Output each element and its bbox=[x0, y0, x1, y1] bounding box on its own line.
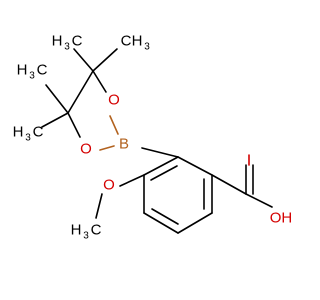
c-methyl-bond bbox=[41, 112, 69, 128]
atom-label-methyl-h: H bbox=[13, 124, 24, 141]
ring-bond bbox=[177, 156, 213, 176]
atom-label-hydroxyl: OH bbox=[270, 210, 293, 227]
atom-label-methyl-sub: 3 bbox=[64, 42, 70, 53]
atom-label-ring-o-left: O bbox=[80, 141, 92, 158]
b-o-bond bbox=[99, 145, 115, 151]
ring-bond bbox=[143, 212, 179, 234]
ring-to-o-bond bbox=[119, 174, 145, 187]
ring-double-bond bbox=[150, 165, 178, 181]
o-to-methyl-bond bbox=[95, 193, 103, 219]
atom-label-methyl-c: C bbox=[37, 62, 48, 79]
benzene-ring bbox=[143, 156, 213, 234]
o-c-bond bbox=[92, 70, 107, 93]
c-methyl-bond bbox=[92, 48, 118, 72]
atom-label-methoxy-c: C bbox=[91, 222, 102, 239]
atom-label-boron: B bbox=[119, 136, 129, 153]
atom-label-methyl-c: C bbox=[72, 33, 83, 50]
methoxy-group: O H 3 C bbox=[71, 174, 145, 242]
atom-label-methyl-h: H bbox=[132, 33, 143, 50]
ring-bond bbox=[143, 156, 179, 176]
ring-to-carbonyl-bond bbox=[211, 174, 247, 195]
atom-label-ring-o-top: O bbox=[108, 92, 120, 109]
atom-label-methoxy-sub: 3 bbox=[83, 231, 89, 242]
boronate-ester: B O O C H 3 H 3 C H 3 C H 3 C bbox=[13, 33, 179, 158]
c-methyl-bond bbox=[45, 84, 69, 114]
ring-bond bbox=[177, 212, 213, 234]
atom-label-methoxy-h: H bbox=[71, 222, 82, 239]
atom-label-methoxy-o: O bbox=[103, 177, 115, 194]
atom-label-methyl-h: H bbox=[52, 33, 63, 50]
c-c-bond bbox=[67, 70, 94, 114]
b-o-bond bbox=[109, 115, 119, 135]
ring-double-bond bbox=[151, 208, 179, 225]
atom-label-methyl-sub: 3 bbox=[144, 42, 150, 53]
c-oh-bond bbox=[245, 193, 273, 208]
atom-label-methyl-c: C bbox=[121, 33, 132, 50]
o-c-bond bbox=[67, 112, 81, 138]
atom-label-methyl-h: H bbox=[17, 62, 28, 79]
c-methyl-bond bbox=[73, 48, 94, 72]
ring-to-boron-bond bbox=[141, 147, 179, 158]
atom-label-methyl-sub: 3 bbox=[29, 71, 35, 82]
carboxylic-acid-group: OH bbox=[211, 154, 293, 227]
structure-canvas: OH O H 3 C B O O C H 3 H 3 C H 3 C bbox=[13, 33, 293, 242]
atom-label-methyl-sub: 3 bbox=[25, 133, 31, 144]
molecule-diagram: OH O H 3 C B O O C H 3 H 3 C H 3 C bbox=[13, 33, 293, 242]
atom-label-methyl-c: C bbox=[33, 124, 44, 141]
